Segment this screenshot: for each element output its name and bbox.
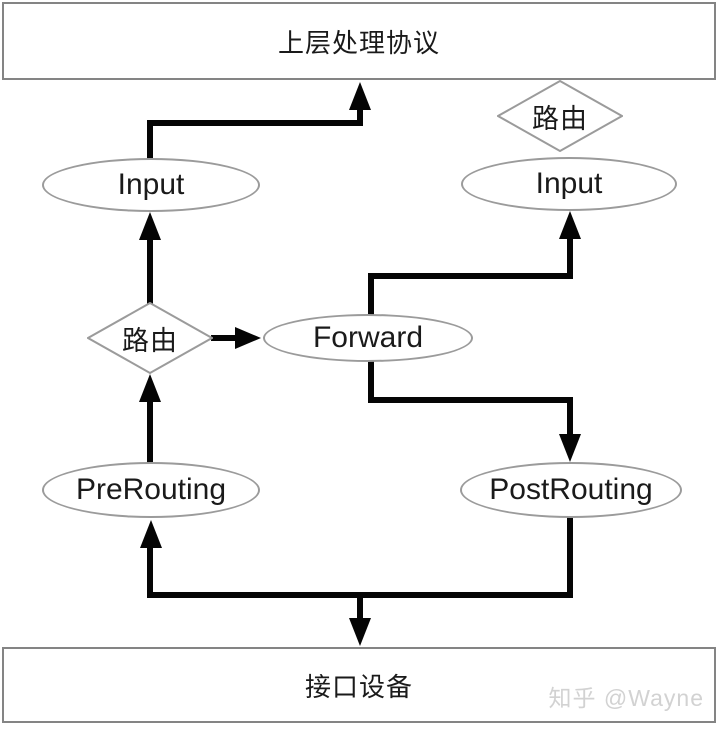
node-input-right-label: Input — [535, 167, 603, 200]
interface-device-box: 接口设备 — [2, 647, 716, 723]
zhihu-watermark: 知乎 @Wayne — [548, 685, 704, 711]
connector-prerouting-routeleft — [147, 398, 153, 464]
node-postrouting: PostRouting — [460, 462, 682, 518]
arrowhead-into-interface-box — [349, 618, 371, 646]
connector-forward-inputright-v2 — [567, 236, 573, 279]
diamond-shape-icon — [497, 80, 623, 152]
interface-device-label: 接口设备 — [304, 671, 413, 702]
arrowhead-into-inputleft — [139, 212, 161, 240]
connector-inputleft-topbox-h — [147, 120, 363, 126]
arrowhead-into-routeleft — [139, 374, 161, 402]
connector-postrouting-down — [567, 516, 573, 598]
arrowhead-into-prerouting — [140, 520, 162, 548]
arrowhead-into-forward — [235, 327, 261, 349]
upper-layer-protocol-label: 上层处理协议 — [277, 27, 440, 58]
connector-forward-inputright-v1 — [368, 273, 374, 316]
connector-routeleft-forward — [211, 335, 239, 341]
node-prerouting: PreRouting — [42, 462, 260, 518]
decision-route-top: 路由 — [497, 80, 623, 152]
connector-down-to-interface — [357, 598, 363, 620]
connector-routeleft-inputleft — [147, 236, 153, 304]
upper-layer-protocol-box: 上层处理协议 — [2, 2, 716, 80]
node-input-right: Input — [461, 157, 677, 211]
decision-route-left-label: 路由 — [122, 325, 178, 356]
diamond-shape-icon — [87, 302, 213, 374]
node-input-left-label: Input — [117, 168, 185, 201]
node-forward-label: Forward — [312, 321, 424, 354]
arrowhead-into-postrouting — [559, 434, 581, 462]
connector-forward-inputright-h — [368, 273, 573, 279]
connector-up-to-prerouting — [147, 544, 153, 598]
connector-forward-postrouting-h — [368, 397, 573, 403]
connector-forward-postrouting-v2 — [567, 397, 573, 437]
connector-inputleft-topbox-v2 — [357, 106, 363, 126]
node-input-left: Input — [42, 158, 260, 212]
arrowhead-into-topbox — [349, 82, 371, 110]
connector-bottom-h — [147, 592, 573, 598]
node-postrouting-label: PostRouting — [489, 473, 653, 506]
connector-forward-postrouting-v1 — [368, 360, 374, 403]
node-prerouting-label: PreRouting — [75, 473, 227, 506]
arrowhead-into-inputright — [559, 211, 581, 239]
node-forward: Forward — [263, 314, 473, 362]
connector-inputleft-topbox-v1 — [147, 120, 153, 160]
decision-route-left: 路由 — [87, 302, 213, 374]
decision-route-top-label: 路由 — [532, 103, 588, 134]
